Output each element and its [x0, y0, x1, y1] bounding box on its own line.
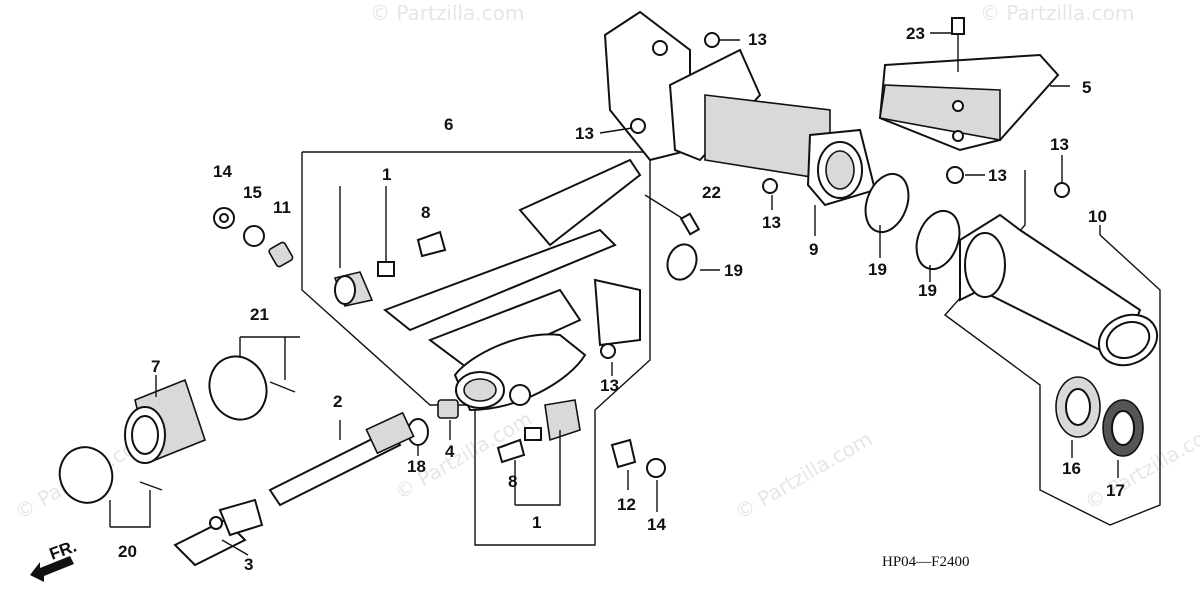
callout-3: 3 [244, 555, 253, 574]
callout-22: 22 [702, 183, 721, 202]
bearing-and-seal [1055, 376, 1144, 457]
callout-14: 14 [213, 162, 232, 181]
mounting-bracket [878, 17, 1070, 198]
callout-15: 15 [243, 183, 262, 202]
callout-13: 13 [762, 213, 781, 232]
swingarm-group-outline [301, 151, 651, 546]
rear-axle-housing [603, 10, 877, 207]
callout-20: 20 [118, 542, 137, 561]
direction-label: FR. [47, 537, 79, 564]
callout-4: 4 [445, 442, 455, 461]
callout-10: 10 [1088, 207, 1107, 226]
callout-19: 19 [918, 281, 937, 300]
callout-13: 13 [600, 376, 619, 395]
front-direction-indicator: FR. [30, 537, 79, 582]
watermark: © Partzilla.com [370, 1, 524, 25]
callout-19: 19 [724, 261, 743, 280]
o-rings [666, 172, 961, 281]
callout-14: 14 [647, 515, 666, 534]
swingarm [382, 158, 701, 412]
watermark: © Partzilla.com [731, 426, 877, 524]
callout-5: 5 [1082, 78, 1091, 97]
callout-18: 18 [407, 457, 426, 476]
callout-19: 19 [868, 260, 887, 279]
callout-1: 1 [382, 165, 391, 184]
callout-11: 11 [273, 198, 291, 217]
callout-7: 7 [151, 357, 160, 376]
callout-13: 13 [1050, 135, 1069, 154]
callout-9: 9 [809, 240, 818, 259]
callout-1: 1 [532, 513, 541, 532]
callout-13: 13 [748, 30, 767, 49]
callout-13: 13 [575, 124, 594, 143]
callout-16: 16 [1062, 459, 1081, 478]
watermark: © Partzilla.com [980, 1, 1134, 25]
boot-and-clamps [58, 355, 296, 504]
callout-13: 13 [988, 166, 1007, 185]
callout-labels: 1 1 2 3 4 5 6 7 8 8 9 10 11 12 13 13 13 … [118, 24, 1125, 574]
callout-17: 17 [1106, 481, 1125, 500]
callout-6: 6 [444, 115, 453, 134]
small-hardware [213, 207, 666, 478]
callout-2: 2 [333, 392, 342, 411]
leader-lines [109, 32, 1119, 556]
callout-21: 21 [250, 305, 269, 324]
callout-23: 23 [906, 24, 925, 43]
drive-shaft [173, 411, 415, 567]
bushings [333, 230, 581, 464]
callout-12: 12 [617, 495, 636, 514]
front-arrow-icon [30, 556, 74, 582]
callout-8: 8 [508, 472, 517, 491]
diagram-code: HP04—F2400 [882, 554, 970, 570]
callout-8: 8 [421, 203, 430, 222]
final-drive-tube [959, 213, 1159, 367]
